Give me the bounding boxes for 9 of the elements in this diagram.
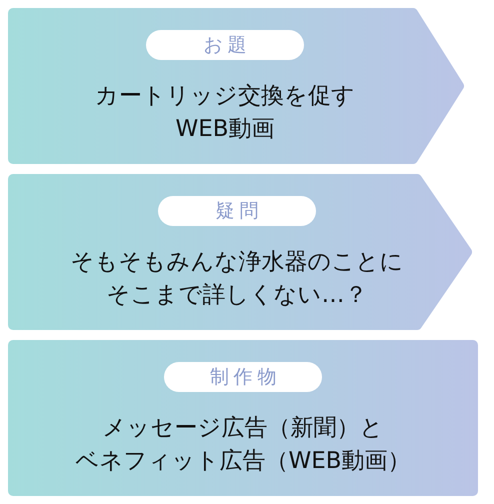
rounded-panel [8, 340, 478, 496]
heading-label: 疑問 [158, 196, 316, 226]
body-text: カートリッジ交換を促すWEB動画 [94, 82, 356, 144]
arrow-shape [8, 8, 464, 164]
heading-label: お題 [146, 30, 304, 60]
arrow-shape [8, 174, 472, 330]
heading-label: 制作物 [164, 362, 322, 392]
body-text: メッセージ広告（新聞）とベネフィット広告（WEB動画） [75, 414, 411, 476]
body-text: そもそもみんな浄水器のことにそこまで詳しくない…？ [70, 248, 404, 310]
